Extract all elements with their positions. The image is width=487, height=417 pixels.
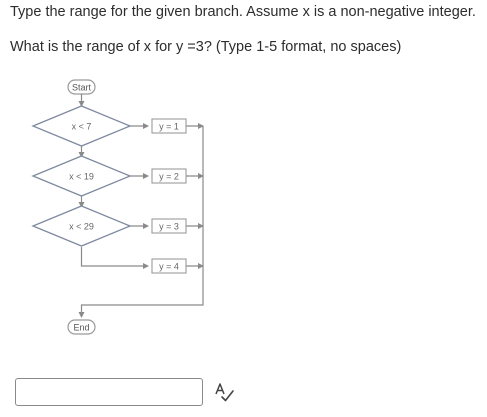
- question-prompt: What is the range of x for y =3? (Type 1…: [10, 39, 402, 55]
- assignment-label: y = 2: [159, 172, 179, 182]
- assignment-label: y = 3: [159, 222, 179, 232]
- decision-node: x < 29: [31, 205, 132, 247]
- decision-label: x < 29: [69, 222, 94, 232]
- start-node: Start: [67, 79, 96, 95]
- start-label: Start: [72, 83, 92, 93]
- spellcheck-icon[interactable]: [213, 381, 237, 403]
- decision-label: x < 19: [69, 172, 94, 182]
- answer-input[interactable]: [15, 378, 203, 406]
- decision-node: x < 19: [31, 155, 132, 197]
- question-instruction: Type the range for the given branch. Ass…: [10, 4, 476, 20]
- end-label: End: [73, 323, 89, 333]
- decision-node: x < 7: [31, 105, 132, 147]
- assignment-node: y = 4: [151, 258, 187, 274]
- flow-connectors: [78, 94, 204, 318]
- decision-label: x < 7: [72, 122, 92, 132]
- end-node: End: [67, 319, 96, 335]
- flowchart-diagram: Start x < 7 x < 19 x < 29 y = 1: [31, 79, 204, 335]
- assignment-node: y = 1: [151, 118, 187, 134]
- assignment-label: y = 4: [159, 262, 179, 272]
- assignment-label: y = 1: [159, 122, 179, 132]
- assignment-node: y = 2: [151, 168, 187, 184]
- assignment-node: y = 3: [151, 218, 187, 234]
